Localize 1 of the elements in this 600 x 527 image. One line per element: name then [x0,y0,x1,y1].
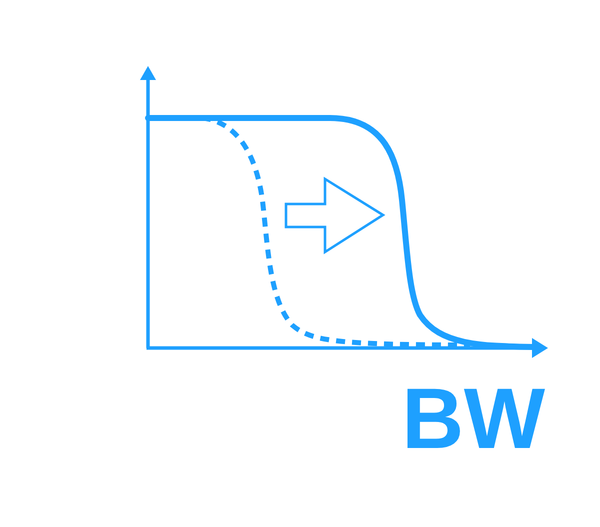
axis-label: BW [402,376,545,462]
